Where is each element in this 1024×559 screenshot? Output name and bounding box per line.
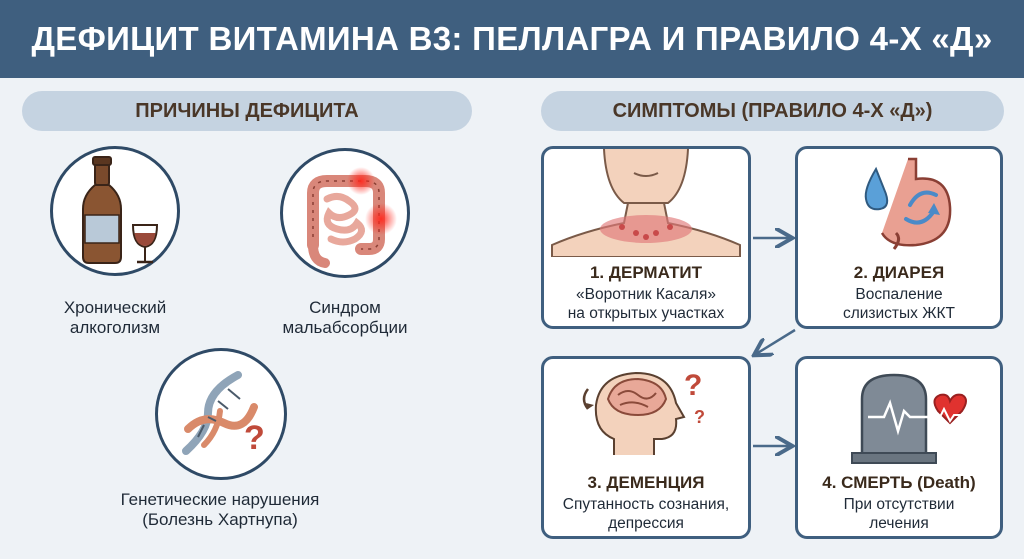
cause-label-line: мальабсорбции [282, 318, 408, 337]
symptom-title: 3. ДЕМЕНЦИЯ [587, 473, 705, 492]
symptom-line: слизистых ЖКТ [842, 305, 956, 322]
dna-icon: ? [182, 371, 265, 457]
neck-rash-icon [551, 149, 741, 257]
arrow-diarrhea-to-dementia [756, 328, 796, 354]
cause-label-line: Хронический [63, 298, 167, 317]
cause-label-line: алкоголизм [69, 318, 161, 337]
cause-label-alcohol: Хронический алкоголизм [30, 298, 200, 338]
cause-label-malabsorption: Синдром мальабсорбции [260, 298, 430, 338]
alcohol-bottle-icon [82, 156, 159, 264]
cause-circle-malabsorption [280, 148, 410, 278]
cause-label-line: Генетические нарушения [120, 490, 320, 509]
symptom-title: 4. СМЕРТЬ (Death) [822, 473, 976, 492]
symptom-line: депрессия [608, 515, 684, 532]
svg-text:?: ? [244, 419, 265, 457]
symptom-card-death: 4. СМЕРТЬ (Death) При отсутствии лечения [795, 356, 1003, 539]
svg-text:?: ? [694, 407, 705, 427]
symptom-card-diarrhea: 2. ДИАРЕЯ Воспаление слизистых ЖКТ [795, 146, 1003, 329]
gravestone-icon [851, 373, 967, 464]
cause-label-line: Синдром [309, 298, 381, 317]
svg-text:?: ? [684, 369, 702, 402]
symptom-title: 2. ДИАРЕЯ [853, 263, 945, 282]
cause-label-line: (Болезнь Хартнупа) [142, 510, 298, 529]
cause-circle-alcohol [50, 146, 180, 276]
symptom-line: лечения [869, 515, 929, 532]
cause-circle-genetic: ? [155, 348, 287, 480]
causes-heading: ПРИЧИНЫ ДЕФИЦИТА [22, 91, 472, 131]
symptom-card-dementia: ? ? 3. ДЕМЕНЦИЯ Спутанность сознания, де… [541, 356, 751, 539]
symptom-title: 1. ДЕРМАТИТ [589, 263, 703, 282]
cause-label-genetic: Генетические нарушения (Болезнь Хартнупа… [100, 490, 340, 530]
symptom-line: Воспаление [855, 286, 943, 303]
page-title: ДЕФИЦИТ ВИТАМИНА B3: ПЕЛЛАГРА И ПРАВИЛО … [31, 20, 993, 57]
symptoms-heading: СИМПТОМЫ (ПРАВИЛО 4-Х «Д») [541, 91, 1004, 131]
intestine-icon [307, 167, 397, 268]
title-banner: ДЕФИЦИТ ВИТАМИНА B3: ПЕЛЛАГРА И ПРАВИЛО … [0, 0, 1024, 78]
symptom-card-dermatitis: 1. ДЕРМАТИТ «Воротник Касаля» на открыты… [541, 146, 751, 329]
symptom-line: При отсутствии [843, 496, 955, 513]
stomach-drop-icon [864, 157, 952, 250]
symptom-line: на открытых участках [567, 305, 725, 322]
symptom-line: «Воротник Касаля» [576, 286, 716, 303]
symptom-line: Спутанность сознания, [562, 496, 730, 513]
confused-head-icon: ? ? [582, 369, 705, 455]
